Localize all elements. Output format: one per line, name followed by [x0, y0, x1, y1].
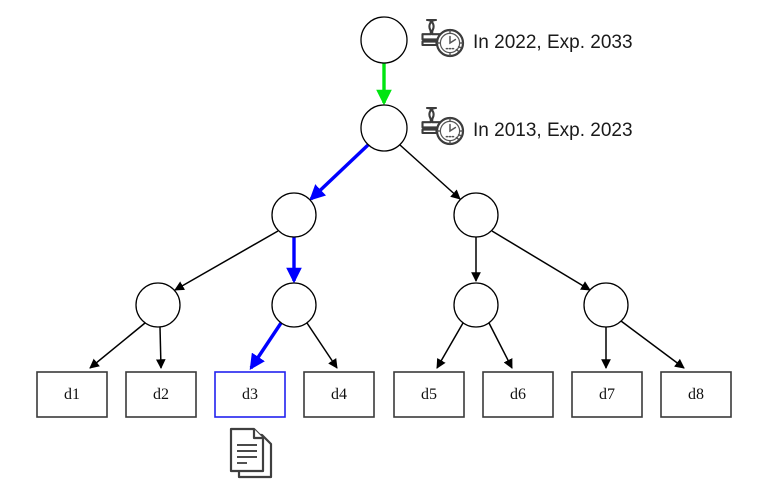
node-n3b[interactable]: [271, 282, 317, 328]
leaf-layer: d1 d2 d3 d4 d5 d6 d7 d8: [36, 371, 732, 418]
leaf-node-d3[interactable]: d3: [214, 371, 286, 418]
edge-layer: [89, 63, 685, 370]
node-n2L[interactable]: [271, 192, 317, 238]
stamp-clock-icon: [421, 18, 465, 58]
leaf-node-d6[interactable]: d6: [482, 371, 554, 418]
edge-n3d-to-d8: [620, 320, 685, 369]
documents-icon[interactable]: [229, 427, 273, 479]
edge-n2R-to-n3d: [491, 230, 591, 291]
leaf-box-d6[interactable]: [482, 371, 554, 418]
leaf-box-d7[interactable]: [571, 371, 643, 418]
leaf-node-d7[interactable]: d7: [571, 371, 643, 418]
leaf-label-d7: d7: [599, 386, 615, 403]
annotation-root: In 2022, Exp. 2033: [421, 18, 633, 58]
edge-n1-to-n2L: [309, 143, 370, 201]
leaf-label-d1: d1: [64, 386, 80, 403]
leaf-label-d6: d6: [510, 386, 526, 403]
leaf-label-d3: d3: [242, 386, 258, 403]
leaf-box-d5[interactable]: [393, 371, 465, 418]
leaf-box-d8[interactable]: [660, 371, 732, 418]
node-n3c[interactable]: [453, 282, 499, 328]
leaf-node-d8[interactable]: d8: [660, 371, 732, 418]
annotation-n1: In 2013, Exp. 2023: [421, 106, 633, 146]
node-n3a[interactable]: [135, 282, 181, 328]
leaf-box-d2[interactable]: [125, 371, 197, 418]
edge-n3c-to-d6: [488, 322, 513, 369]
edge-n3b-to-d3: [249, 322, 283, 370]
leaf-box-d4[interactable]: [303, 371, 375, 418]
leaf-label-d8: d8: [688, 386, 704, 403]
edge-n3b-to-d4: [306, 322, 338, 369]
annotation-n1-text: In 2013, Exp. 2023: [473, 120, 633, 141]
leaf-label-d4: d4: [331, 386, 347, 403]
node-layer: [135, 16, 629, 328]
leaf-label-d5: d5: [421, 386, 437, 403]
leaf-node-d1[interactable]: d1: [36, 371, 108, 418]
annotation-root-text: In 2022, Exp. 2033: [473, 32, 633, 53]
leaf-box-d3[interactable]: [214, 371, 286, 418]
edge-n2L-to-n3a: [174, 230, 279, 291]
node-n1[interactable]: [360, 104, 408, 152]
edge-n3c-to-d5: [436, 322, 464, 369]
edge-n3a-to-d1: [89, 322, 146, 369]
stamp-clock-icon: [421, 106, 465, 146]
leaf-label-d2: d2: [153, 386, 169, 403]
edge-n3a-to-d2: [155, 326, 166, 369]
node-root[interactable]: [360, 16, 408, 64]
node-n2R[interactable]: [453, 192, 499, 238]
edge-n1-to-n2R: [399, 144, 461, 200]
leaf-node-d5[interactable]: d5: [393, 371, 465, 418]
node-n3d[interactable]: [583, 282, 629, 328]
leaf-box-d1[interactable]: [36, 371, 108, 418]
leaf-node-d4[interactable]: d4: [303, 371, 375, 418]
leaf-node-d2[interactable]: d2: [125, 371, 197, 418]
